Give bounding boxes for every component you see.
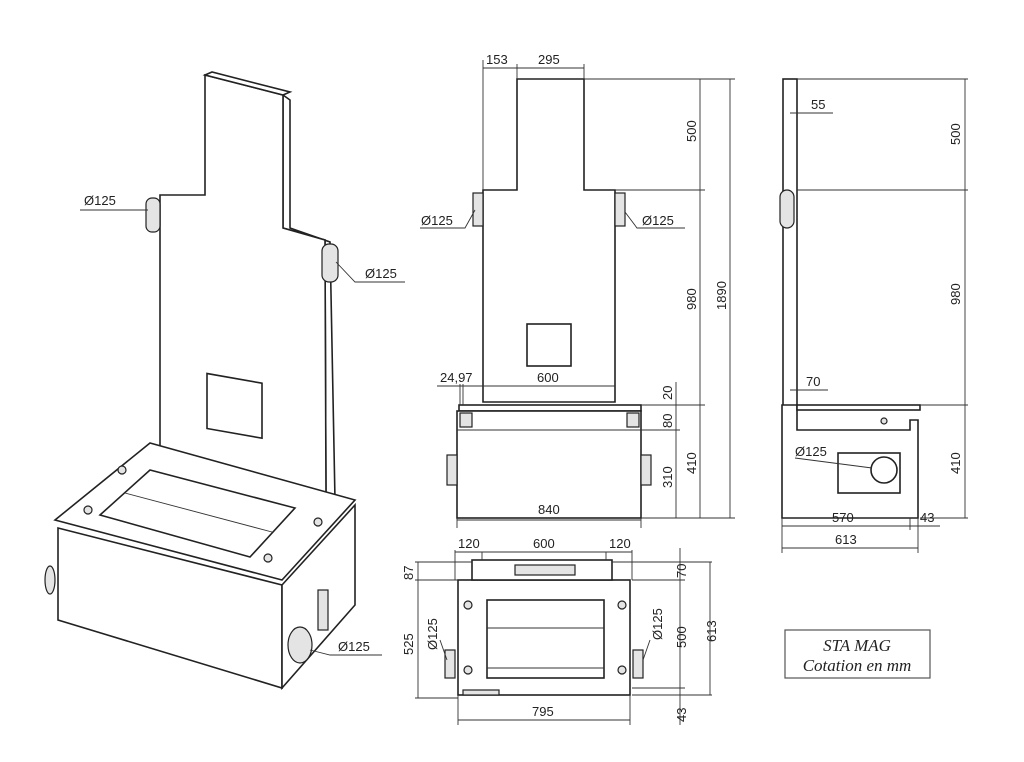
dim-600: 600 bbox=[537, 370, 559, 385]
front-access-hatch bbox=[526, 323, 572, 367]
dim-980: 980 bbox=[684, 288, 699, 310]
isometric-view: Ø125 Ø125 Ø125 bbox=[44, 71, 405, 691]
front-view: 153 295 500 980 1890 Ø125 Ø125 24,97 600… bbox=[420, 52, 735, 528]
iso-fire-tray bbox=[98, 469, 297, 558]
front-duct-right-label: Ø125 bbox=[642, 213, 674, 228]
iso-duct-right-label: Ø125 bbox=[365, 266, 397, 281]
title-block: STA MAG Cotation en mm bbox=[784, 629, 931, 679]
top-dim-795: 795 bbox=[532, 704, 554, 719]
iso-panel-top bbox=[202, 71, 293, 96]
dim-310: 310 bbox=[660, 466, 675, 488]
dim-500: 500 bbox=[684, 120, 699, 142]
side-view: 500 980 410 55 70 Ø125 570 43 613 bbox=[779, 78, 968, 553]
dim-153: 153 bbox=[486, 52, 508, 67]
iso-access-hatch bbox=[206, 372, 263, 440]
iso-duct-left-label: Ø125 bbox=[84, 193, 116, 208]
side-dim-500: 500 bbox=[948, 123, 963, 145]
side-dim-980: 980 bbox=[948, 283, 963, 305]
side-dim-410: 410 bbox=[948, 452, 963, 474]
dim-410: 410 bbox=[684, 452, 699, 474]
top-dim-500: 500 bbox=[674, 626, 689, 648]
side-dim-43: 43 bbox=[920, 510, 934, 525]
units-note: Cotation en mm bbox=[803, 656, 912, 675]
dim-840: 840 bbox=[538, 502, 560, 517]
top-dim-613: 613 bbox=[704, 620, 719, 642]
side-panel bbox=[782, 78, 798, 410]
iso-base-hatch bbox=[317, 589, 329, 631]
dim-1890: 1890 bbox=[714, 281, 729, 310]
top-dim-120-right: 120 bbox=[609, 536, 631, 551]
dim-20: 20 bbox=[660, 386, 675, 400]
top-dim-87: 87 bbox=[401, 566, 416, 580]
side-dim-55: 55 bbox=[811, 97, 825, 112]
top-view: 120 600 120 87 525 Ø125 Ø125 70 500 613 … bbox=[401, 536, 719, 725]
iso-duct-base bbox=[287, 626, 313, 664]
top-dim-120-left: 120 bbox=[458, 536, 480, 551]
dim-295: 295 bbox=[538, 52, 560, 67]
top-dim-70: 70 bbox=[674, 564, 689, 578]
top-duct-left-label: Ø125 bbox=[425, 618, 440, 650]
side-dim-70: 70 bbox=[806, 374, 820, 389]
top-dim-525: 525 bbox=[401, 633, 416, 655]
dim-24-97: 24,97 bbox=[440, 370, 473, 385]
top-duct-right-label: Ø125 bbox=[650, 608, 665, 640]
top-dim-600: 600 bbox=[533, 536, 555, 551]
dim-80: 80 bbox=[660, 414, 675, 428]
front-duct-left-label: Ø125 bbox=[421, 213, 453, 228]
top-dim-43: 43 bbox=[674, 708, 689, 722]
side-dim-613: 613 bbox=[835, 532, 857, 547]
iso-duct-right bbox=[321, 243, 339, 283]
iso-duct-base-label: Ø125 bbox=[338, 639, 370, 654]
model-name: STA MAG bbox=[823, 636, 891, 655]
side-duct-label: Ø125 bbox=[795, 444, 827, 459]
front-panel bbox=[482, 78, 616, 403]
iso-duct-left bbox=[145, 197, 161, 233]
side-dim-570: 570 bbox=[832, 510, 854, 525]
